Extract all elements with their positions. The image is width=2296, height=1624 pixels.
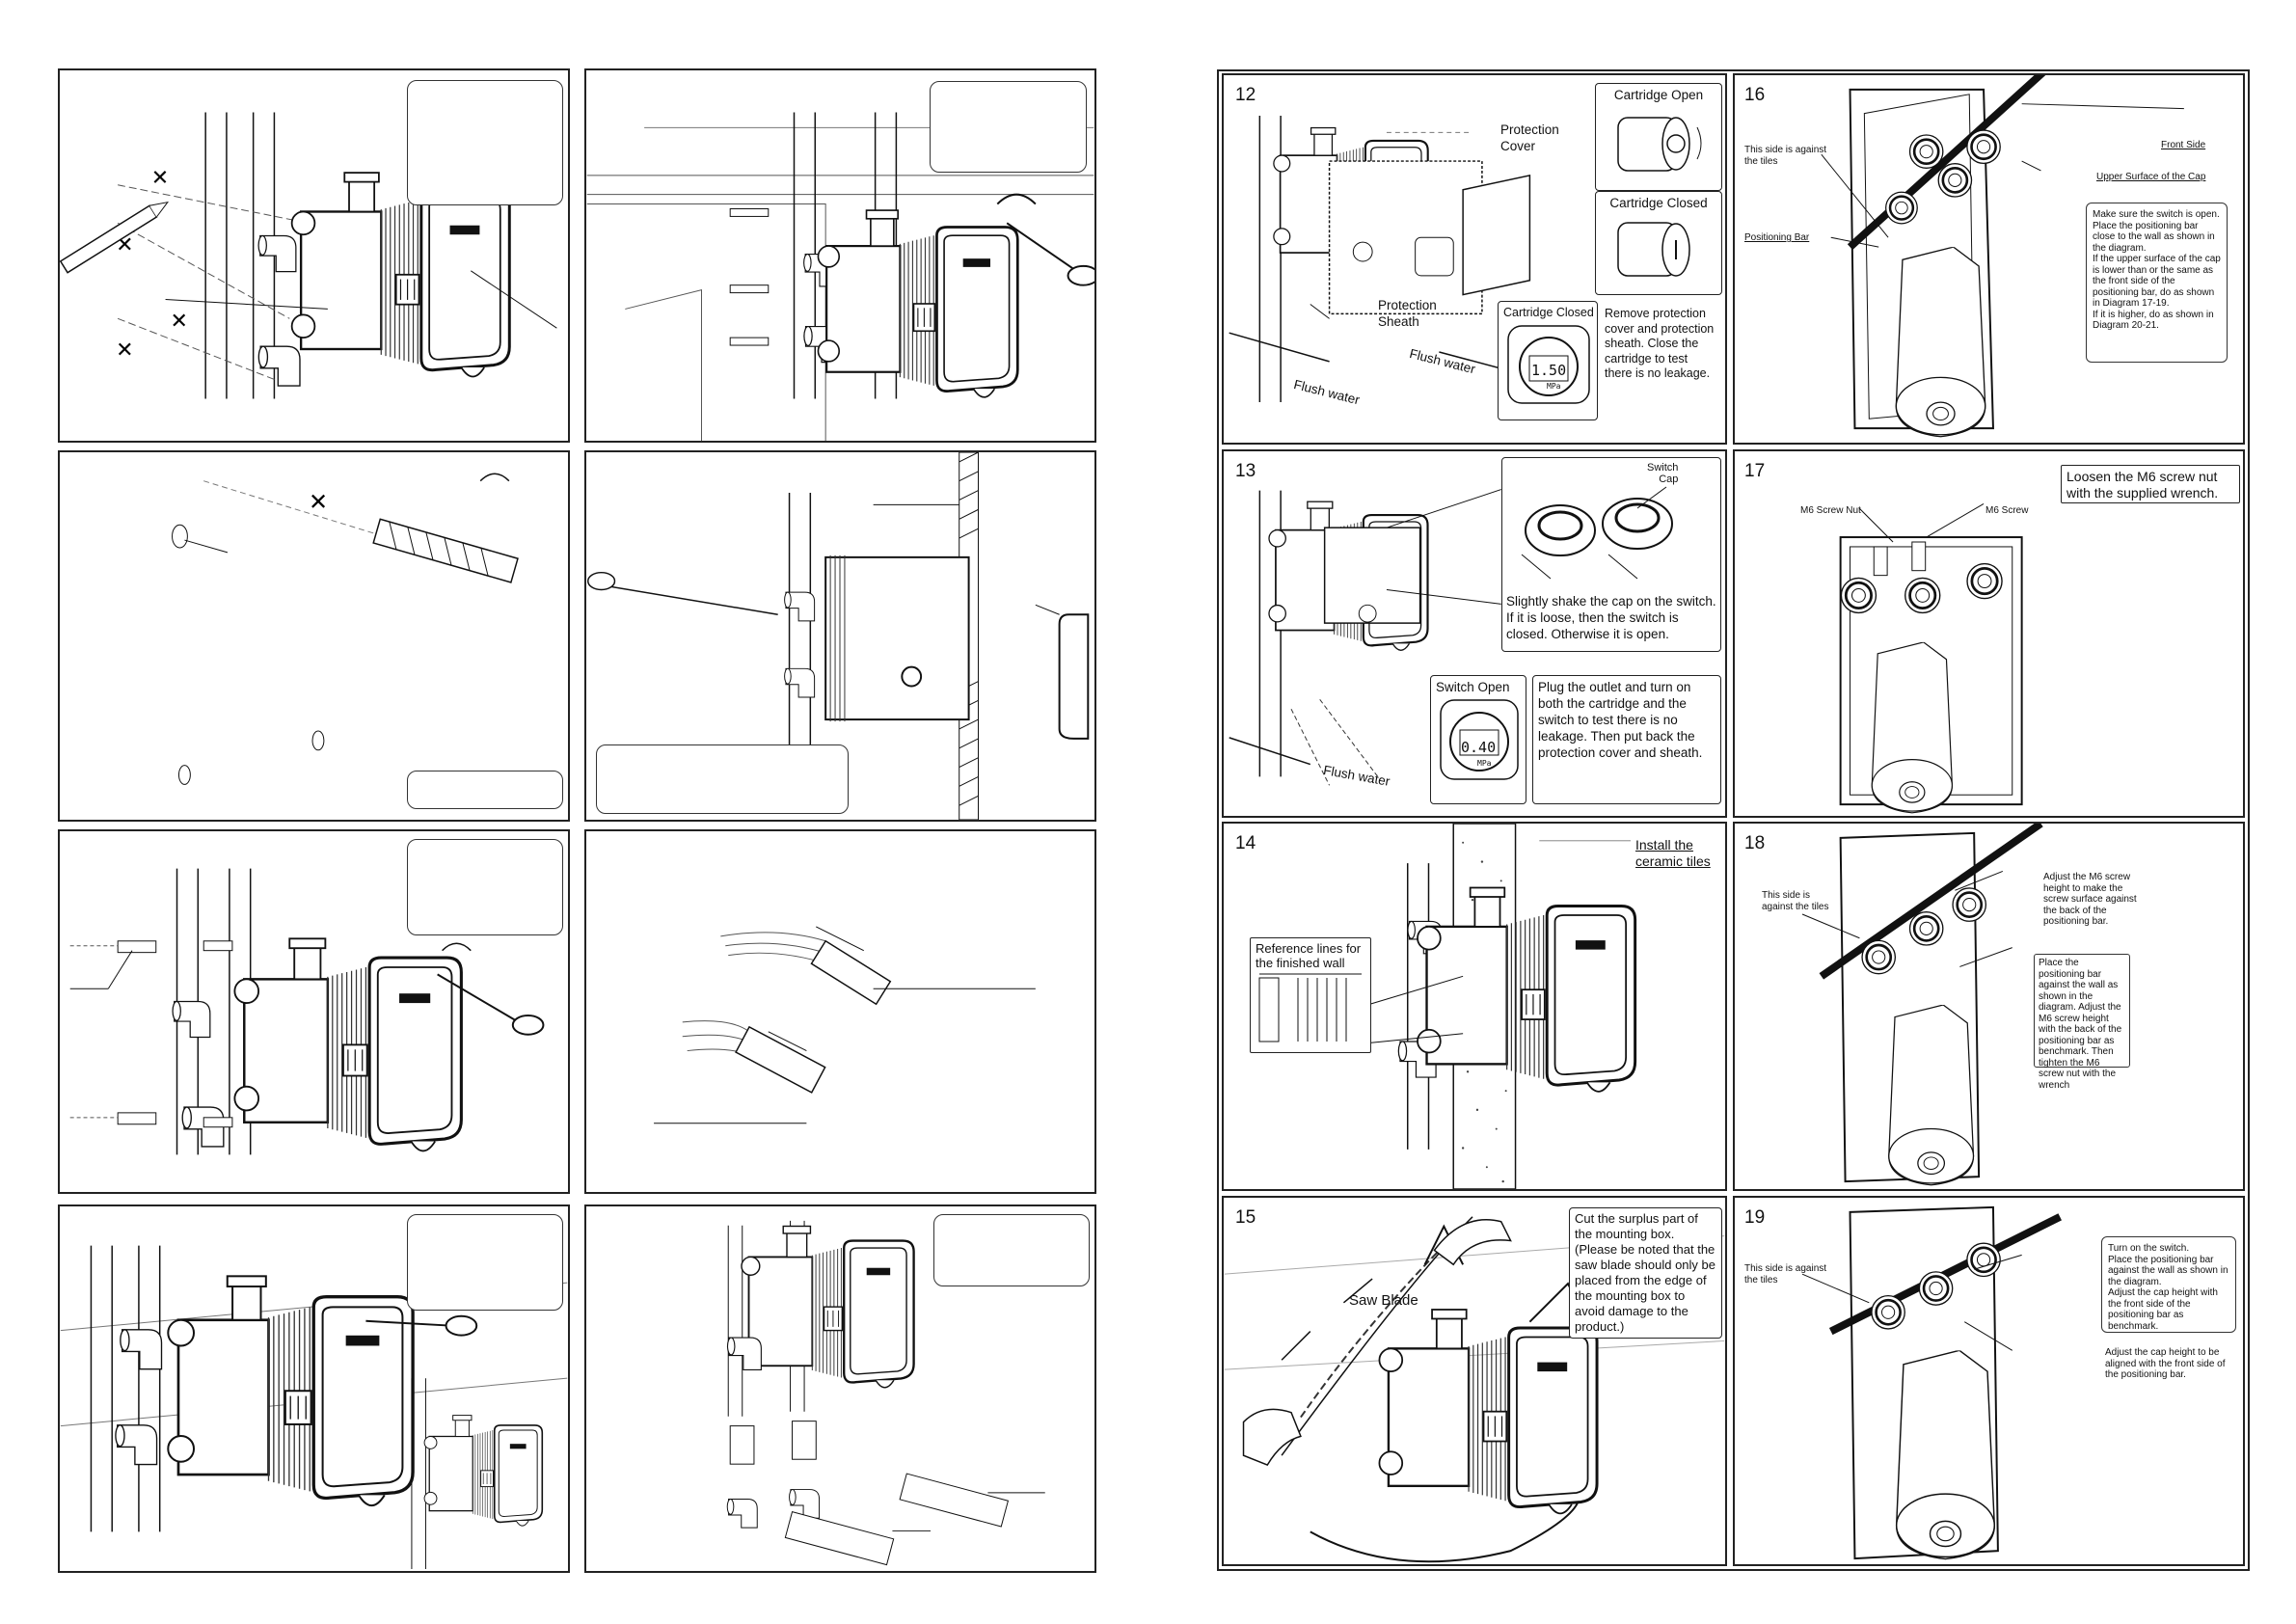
- reference-lines-box: Reference lines for the finished wall: [1250, 937, 1371, 1053]
- m6-screw-nut-label: M6 Screw Nut: [1800, 505, 1861, 516]
- gauge-reading: 1.50: [1531, 362, 1567, 379]
- step-number: 17: [1744, 461, 1766, 481]
- right-sheet-frame: [1217, 69, 2250, 1571]
- against-tiles-label: This side is against the tiles: [1744, 145, 1827, 167]
- panel-L7: [58, 1204, 570, 1573]
- step-19-panel: 19 This side is against the tiles Turn o…: [1733, 1196, 2245, 1566]
- svg-text:✕: ✕: [116, 338, 133, 362]
- illustration-drilling: ✕: [172, 473, 519, 785]
- illustration-step-16: [1821, 75, 2184, 438]
- m6-screw-label: M6 Screw: [1985, 505, 2029, 516]
- illustration-step-19: [1801, 1205, 2062, 1560]
- step-17-panel: 17 Loosen the M6 screw nut with the supp…: [1733, 449, 2245, 818]
- switch-open-label: Switch Open: [1436, 680, 1510, 694]
- panel-L2: [584, 68, 1096, 443]
- switch-cap-label: Switch Cap: [1647, 462, 1679, 485]
- cartridge-closed-icon: [1617, 222, 1690, 277]
- positioning-bar-label: Positioning Bar: [1744, 232, 1810, 243]
- shake-instruction: Slightly shake the cap on the switch. If…: [1506, 594, 1716, 641]
- switch-open-gauge-box: Switch Open 0.40 MPa: [1430, 675, 1526, 804]
- step-number: 18: [1744, 833, 1766, 853]
- step-number: 16: [1744, 85, 1766, 105]
- adjust-cap-text: Adjust the cap height to be aligned with…: [2105, 1347, 2226, 1380]
- gauge-reading: 0.40: [1461, 739, 1497, 756]
- step-13-panel: 13 Switch Cap Slightly shake the cap on …: [1222, 449, 1727, 818]
- illustration-step-13: [1229, 489, 1501, 786]
- step-14-panel: 14 Install the ceramic tiles Reference l…: [1222, 822, 1727, 1191]
- label-box-empty: [933, 1214, 1090, 1286]
- step-12-panel: 12 Protection Cover Protection Sheath Fl…: [1222, 73, 1727, 445]
- switch-cap-icon: [1521, 486, 1673, 580]
- illustration-step-18: [1801, 824, 2043, 1186]
- svg-text:✕: ✕: [171, 309, 188, 333]
- svg-text:✕: ✕: [151, 166, 169, 190]
- turn-on-instruction: Turn on the switch. Place the positionin…: [2101, 1236, 2236, 1333]
- protection-cover-label: Protection Cover: [1500, 122, 1559, 153]
- cartridge-closed-gauge-label: Cartridge Closed: [1503, 306, 1594, 319]
- reference-lines-label: Reference lines for the finished wall: [1256, 941, 1362, 970]
- cartridge-open-box: Cartridge Open: [1595, 83, 1722, 191]
- front-side-label: Front Side: [2161, 140, 2206, 150]
- install-tiles-label: Install the ceramic tiles: [1631, 834, 1723, 873]
- illustration-wall-box: [587, 452, 1090, 820]
- cartridge-closed-box: Cartridge Closed: [1595, 191, 1722, 295]
- protection-sheath-label: Protection Sheath: [1378, 298, 1437, 329]
- cut-instruction: Cut the surplus part of the mounting box…: [1569, 1207, 1722, 1339]
- illustration-step-12: [1229, 115, 1531, 403]
- svg-text:✕: ✕: [309, 489, 328, 515]
- label-box-empty: [596, 744, 849, 814]
- against-tiles-label: This side is against the tiles: [1762, 890, 1829, 912]
- step-number: 12: [1235, 85, 1256, 105]
- panel-L4: [584, 450, 1096, 822]
- step-number: 19: [1744, 1207, 1766, 1228]
- panel-L6: [584, 829, 1096, 1194]
- pressure-gauge-icon: [1507, 325, 1590, 404]
- step-18-panel: 18 This side is against the tiles Adjust…: [1733, 822, 2245, 1191]
- plug-instruction: Plug the outlet and turn on both the car…: [1532, 675, 1721, 804]
- upper-surface-label: Upper Surface of the Cap: [2096, 172, 2206, 182]
- step-number: 13: [1235, 461, 1256, 481]
- place-bar-instruction: Place the positioning bar against the wa…: [2034, 954, 2130, 1091]
- step-16-instruction: Make sure the switch is open. Place the …: [2086, 203, 2228, 363]
- cartridge-closed-gauge-box: Cartridge Closed 1.50 MPa: [1498, 301, 1598, 420]
- panel-L1: ✕ ✕ ✕ ✕: [58, 68, 570, 443]
- label-box-empty: [930, 81, 1087, 173]
- step-15-panel: 15 Saw Blade Cut the surplus part of the…: [1222, 1196, 1727, 1566]
- label-box-empty: [407, 839, 563, 935]
- adjust-screw-text: Adjust the M6 screw height to make the s…: [2043, 872, 2137, 927]
- panel-L5: [58, 829, 570, 1194]
- cartridge-open-icon: [1617, 117, 1702, 172]
- step-number: 15: [1235, 1207, 1256, 1228]
- illustration-step-14: [1367, 824, 1702, 1189]
- step-12-instruction: Remove protection cover and protection s…: [1600, 304, 1721, 398]
- saw-blade-label: Saw Blade: [1349, 1292, 1418, 1309]
- step-16-panel: 16 This side is against the tiles Front …: [1733, 73, 2245, 445]
- illustration-anchors: [69, 867, 545, 1156]
- cartridge-open-label: Cartridge Open: [1613, 88, 1704, 102]
- switch-cap-detail: Switch Cap Slightly shake the cap on the…: [1501, 457, 1721, 652]
- pressure-gauge-icon: [1440, 699, 1519, 780]
- label-box-empty: [407, 771, 563, 809]
- illustration-valve-mounting-screws: [586, 111, 1094, 441]
- illustration-valve-marking: ✕ ✕ ✕ ✕: [60, 111, 557, 400]
- loosen-instruction: Loosen the M6 screw nut with the supplie…: [2061, 465, 2240, 503]
- panel-L8: [584, 1204, 1096, 1573]
- cartridge-closed-label: Cartridge Closed: [1609, 196, 1708, 210]
- label-box-empty: [407, 80, 563, 205]
- panel-L3: ✕: [58, 450, 570, 822]
- label-box-empty: [407, 1214, 563, 1311]
- gauge-unit: MPa: [1477, 759, 1492, 768]
- gauge-unit: MPa: [1547, 382, 1561, 391]
- illustration-pipe-fitting: [726, 1220, 1045, 1566]
- against-tiles-label: This side is against the tiles: [1744, 1263, 1827, 1286]
- step-number: 14: [1235, 833, 1256, 853]
- illustration-step-17: [1839, 502, 2023, 814]
- reference-lines-icon: [1258, 973, 1362, 1042]
- illustration-pipe-cutting: [654, 926, 1036, 1124]
